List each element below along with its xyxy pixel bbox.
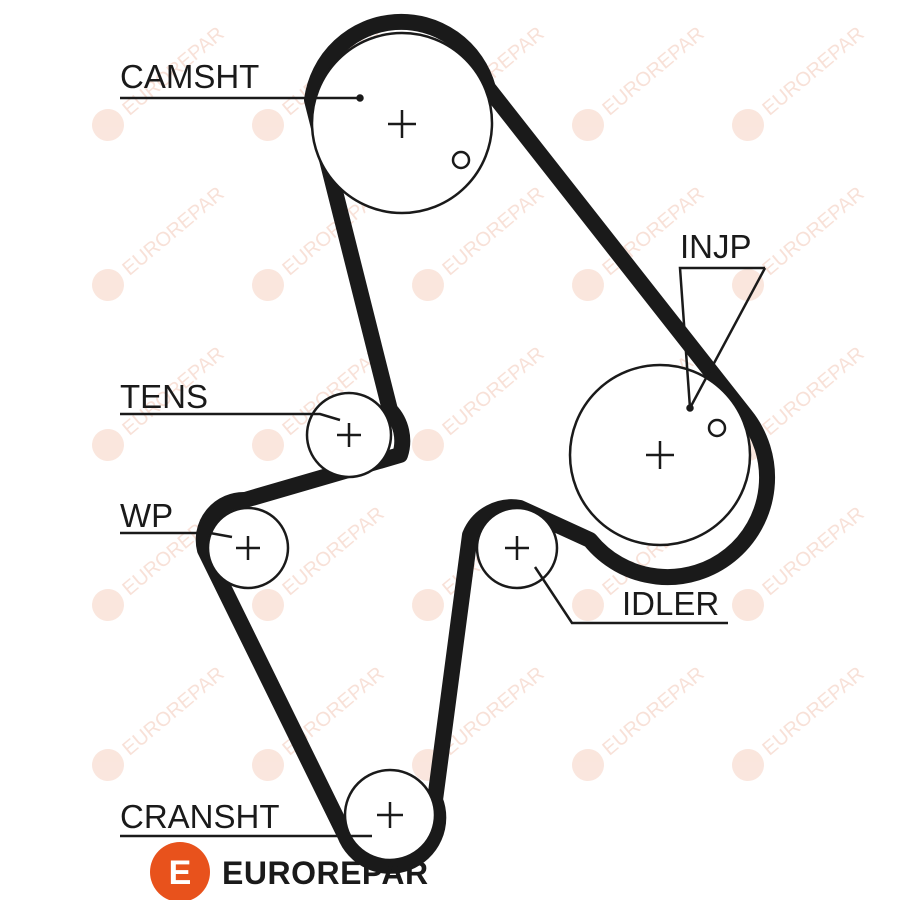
idler-label: IDLER [622, 585, 719, 622]
leader-lines [120, 94, 767, 838]
watermark-text: EUROREPAR [438, 343, 548, 440]
crankshaft-label: CRANSHT [120, 798, 280, 835]
injection-pump-leader [678, 266, 765, 409]
watermark-logo-icon [732, 269, 764, 301]
crankshaft-pulley [343, 768, 437, 862]
watermark-logo-icon [572, 589, 604, 621]
watermark-logo-icon [412, 269, 444, 301]
watermark-text: EUROREPAR [758, 23, 868, 120]
water-pump-pulley [206, 506, 290, 590]
watermark-text: EUROREPAR [758, 663, 868, 760]
watermark-logo-icon [92, 589, 124, 621]
watermark-logo-icon [572, 749, 604, 781]
watermark-logo-icon [412, 589, 444, 621]
watermark-text: EUROREPAR [278, 503, 388, 600]
watermark-text: EUROREPAR [598, 663, 708, 760]
watermark-logo-icon [92, 109, 124, 141]
water-pump-leader [120, 531, 233, 539]
watermark-logo-icon [252, 109, 284, 141]
watermark-mark: EUROREPAR [92, 183, 228, 301]
watermark-logo-icon [92, 749, 124, 781]
watermark-mark: EUROREPAR [412, 343, 548, 461]
watermark-logo-icon [92, 269, 124, 301]
camshaft-label: CAMSHT [120, 58, 259, 95]
injection-pump-label: INJP [680, 228, 752, 265]
watermark-logo-icon [732, 749, 764, 781]
logo-letter: E [169, 854, 192, 892]
watermark-text: EUROREPAR [598, 23, 708, 120]
watermark-logo-icon [252, 269, 284, 301]
watermark-mark: EUROREPAR [572, 23, 708, 141]
camshaft-pulley [310, 31, 494, 215]
idler-leader [533, 566, 728, 625]
watermark-text: EUROREPAR [758, 343, 868, 440]
watermark-logo-icon [412, 429, 444, 461]
injection-pump-pulley [568, 363, 752, 547]
timing-belt [195, 13, 776, 874]
watermark-mark: EUROREPAR [732, 23, 868, 141]
eurorepar-logo: E EUROREPAR [150, 842, 429, 900]
watermark-text: EUROREPAR [118, 183, 228, 280]
tensioner-pulley [305, 391, 393, 479]
watermark-text: EUROREPAR [118, 663, 228, 760]
watermark-logo-icon [572, 269, 604, 301]
watermark-logo-icon [252, 429, 284, 461]
watermark-text: EUROREPAR [758, 503, 868, 600]
watermark-logo-icon [732, 589, 764, 621]
watermark-logo-icon [252, 749, 284, 781]
watermark-logo-icon [732, 109, 764, 141]
water-pump-label: WP [120, 497, 173, 534]
watermark-mark: EUROREPAR [732, 663, 868, 781]
watermark-text: EUROREPAR [758, 183, 868, 280]
watermark-mark: EUROREPAR [572, 663, 708, 781]
watermark-mark: EUROREPAR [412, 663, 548, 781]
watermark-logo-icon [252, 589, 284, 621]
idler-pulley [475, 506, 559, 590]
watermark-mark: EUROREPAR [732, 503, 868, 621]
tensioner-leader [120, 412, 341, 422]
watermark-mark: EUROREPAR [92, 663, 228, 781]
watermark-logo-icon [572, 109, 604, 141]
watermark-logo-icon [92, 429, 124, 461]
logo-circle-icon [150, 842, 210, 900]
brand-name: EUROREPAR [222, 855, 429, 891]
tensioner-label: TENS [120, 378, 208, 415]
